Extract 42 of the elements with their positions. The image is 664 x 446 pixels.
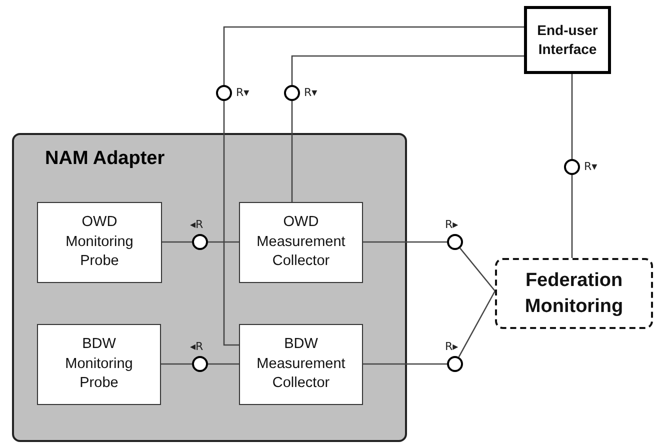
- channel-label: R▸: [445, 218, 458, 231]
- component-box: [37, 202, 162, 283]
- group-heading: NAM Adapter: [45, 148, 165, 170]
- component-label: BDW Monitoring Probe: [64, 335, 134, 394]
- connector-line: [458, 290, 496, 358]
- connector-line: [291, 55, 524, 85]
- box-label: End-user Interface: [536, 21, 599, 59]
- channel-circle: [192, 234, 208, 250]
- component-box: [239, 202, 363, 283]
- interface-box: [524, 6, 611, 74]
- channel-circle: [447, 356, 463, 372]
- channel-label: ◂R: [190, 218, 204, 231]
- channel-label: R▾: [304, 86, 318, 99]
- connector-line: [363, 241, 447, 243]
- connector-line: [208, 363, 239, 365]
- connector-line: [460, 248, 496, 292]
- connector-line: [571, 175, 573, 258]
- channel-circle: [216, 85, 232, 101]
- channel-circle: [284, 85, 300, 101]
- monitoring-box: [495, 258, 653, 329]
- connector-line: [571, 74, 573, 159]
- connector-line: [223, 101, 239, 346]
- connector-line: [161, 363, 192, 365]
- box-label: Federation Monitoring: [524, 268, 624, 318]
- channel-label: R▾: [236, 86, 250, 99]
- connector-line: [223, 26, 524, 85]
- connector-line: [363, 363, 447, 365]
- component-label: OWD Measurement Collector: [256, 213, 346, 272]
- channel-label: R▸: [445, 340, 458, 353]
- adapter-panel: [12, 133, 407, 442]
- channel-circle: [192, 356, 208, 372]
- channel-label: R▾: [584, 160, 598, 173]
- component-label: OWD Monitoring Probe: [64, 213, 134, 272]
- connector-line: [162, 241, 192, 243]
- connector-line: [291, 101, 293, 202]
- component-box: [239, 324, 363, 405]
- component-label: BDW Measurement Collector: [256, 335, 346, 394]
- channel-label: ◂R: [190, 340, 204, 353]
- channel-circle: [447, 234, 463, 250]
- connector-line: [208, 241, 239, 243]
- component-box: [37, 324, 161, 405]
- channel-circle: [564, 159, 580, 175]
